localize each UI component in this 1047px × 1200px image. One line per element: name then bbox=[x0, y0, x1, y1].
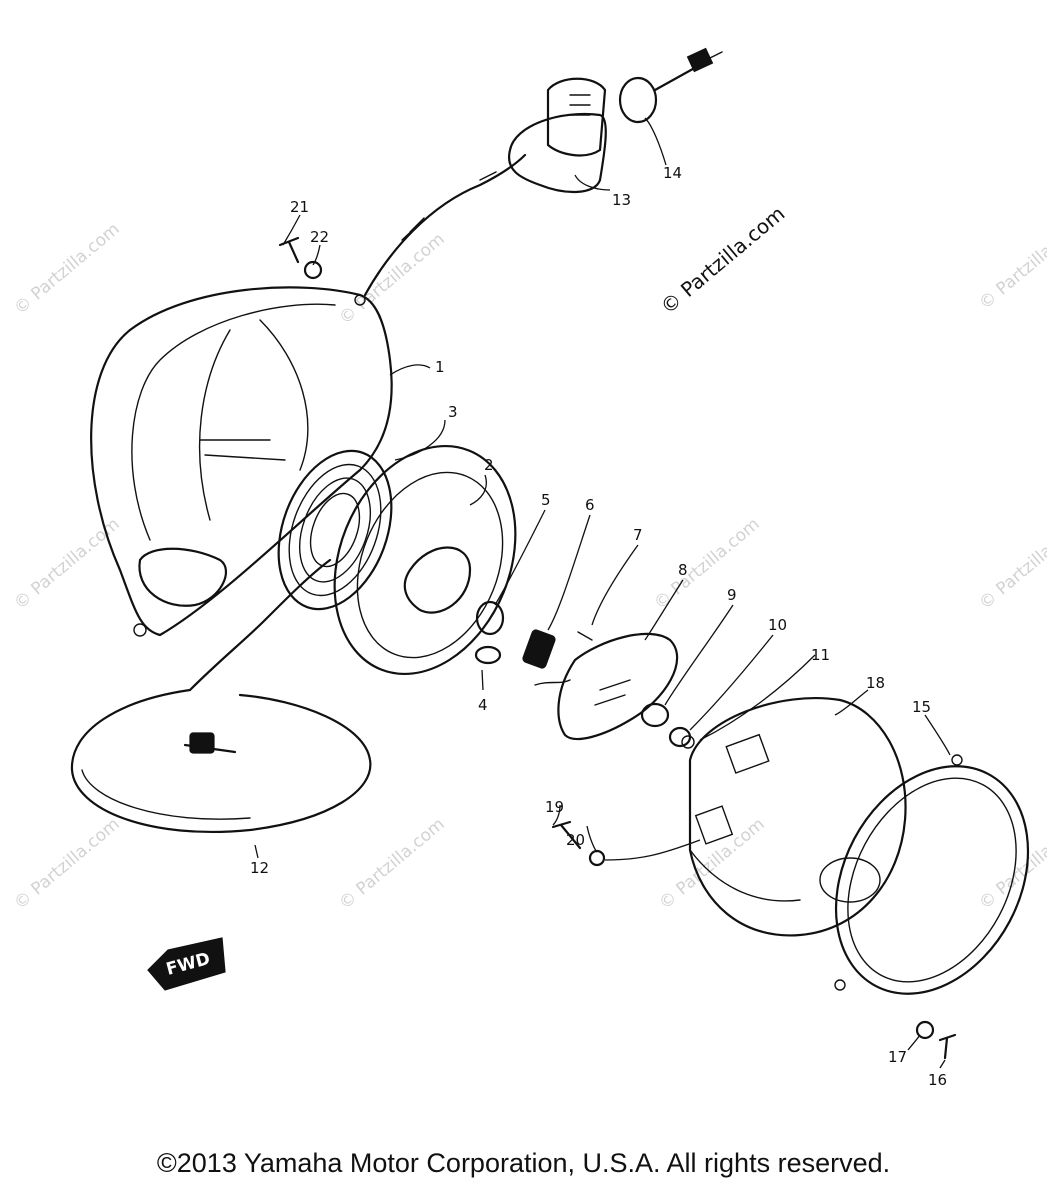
callout-labels: 1 2 3 4 5 6 7 8 9 10 11 12 13 14 15 16 1… bbox=[250, 164, 947, 1089]
callout-7: 7 bbox=[633, 526, 643, 544]
callout-19: 19 bbox=[545, 798, 564, 816]
callout-18: 18 bbox=[866, 674, 885, 692]
watermark: © Partzilla.com bbox=[975, 514, 1047, 614]
callout-15: 15 bbox=[912, 698, 931, 716]
watermark-main: © Partzilla.com bbox=[656, 201, 790, 319]
callout-20: 20 bbox=[566, 831, 585, 849]
watermark: © Partzilla.com bbox=[975, 214, 1047, 314]
callout-21: 21 bbox=[290, 198, 309, 216]
callout-3: 3 bbox=[448, 403, 458, 421]
callout-13: 13 bbox=[612, 191, 631, 209]
copyright-footer: ©2013 Yamaha Motor Corporation, U.S.A. A… bbox=[156, 1148, 891, 1178]
watermark: © Partzilla.com bbox=[650, 514, 763, 614]
callout-17: 17 bbox=[888, 1048, 907, 1066]
leader-lines bbox=[254, 117, 951, 1069]
forward-direction-arrow: FWD bbox=[147, 937, 226, 991]
watermark: © Partzilla.com bbox=[10, 514, 123, 614]
callout-5: 5 bbox=[541, 491, 551, 509]
watermark: © Partzilla.com bbox=[335, 814, 448, 914]
callout-14: 14 bbox=[663, 164, 682, 182]
part-cable-loop bbox=[70, 558, 372, 834]
part-throttle-cable bbox=[363, 47, 723, 297]
watermark: © Partzilla.com bbox=[10, 814, 123, 914]
part-outer-ring bbox=[834, 754, 1030, 995]
watermark: © Partzilla.com bbox=[975, 814, 1047, 914]
callout-8: 8 bbox=[678, 561, 688, 579]
part-small-components bbox=[474, 600, 593, 686]
exploded-parts-diagram: © Partzilla.com © Partzilla.com © Partzi… bbox=[10, 47, 1047, 1089]
callout-11: 11 bbox=[811, 646, 830, 664]
callout-6: 6 bbox=[585, 496, 595, 514]
part-fasteners bbox=[278, 236, 957, 1060]
part-starter-case bbox=[90, 286, 393, 637]
part-drive-plate bbox=[557, 632, 695, 749]
watermark: © Partzilla.com bbox=[335, 229, 448, 329]
callout-4: 4 bbox=[478, 696, 488, 714]
callout-1: 1 bbox=[435, 358, 445, 376]
watermark-layer: © Partzilla.com © Partzilla.com © Partzi… bbox=[10, 201, 1047, 914]
callout-9: 9 bbox=[727, 586, 737, 604]
part-spiral-spring bbox=[277, 449, 393, 611]
callout-12: 12 bbox=[250, 859, 269, 877]
part-pulley-cup bbox=[688, 696, 907, 937]
callout-22: 22 bbox=[310, 228, 329, 246]
callout-2: 2 bbox=[484, 456, 494, 474]
callout-16: 16 bbox=[928, 1071, 947, 1089]
callout-10: 10 bbox=[768, 616, 787, 634]
part-rope-reel bbox=[333, 444, 517, 676]
watermark: © Partzilla.com bbox=[10, 219, 123, 319]
